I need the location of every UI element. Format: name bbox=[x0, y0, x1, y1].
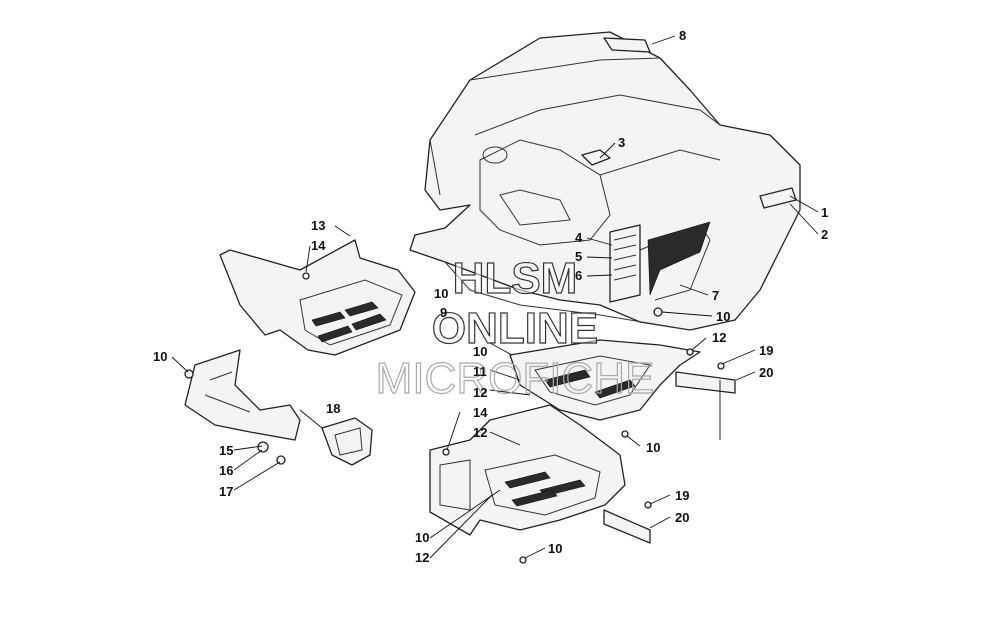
decal-1-2 bbox=[759, 187, 797, 209]
diesel-decal bbox=[647, 221, 711, 296]
callout-5: 5 bbox=[575, 249, 582, 264]
callout-15: 15 bbox=[219, 443, 233, 458]
footrest-upper bbox=[675, 371, 736, 394]
watermark-line-3: MICROFICHE bbox=[376, 354, 655, 403]
callout-12c: 12 bbox=[473, 425, 487, 440]
callout-14b: 14 bbox=[473, 405, 488, 420]
callout-10b: 10 bbox=[434, 286, 448, 301]
mud-flap bbox=[184, 349, 301, 441]
callout-9: 9 bbox=[440, 305, 447, 320]
callout-10g: 10 bbox=[548, 541, 562, 556]
callout-19b: 19 bbox=[675, 488, 689, 503]
right-footwell-lower bbox=[429, 404, 626, 536]
leader-lines bbox=[171, 35, 819, 559]
callout-7: 7 bbox=[712, 288, 719, 303]
callout-8: 8 bbox=[679, 28, 686, 43]
callout-1: 1 bbox=[821, 205, 828, 220]
callout-10f: 10 bbox=[415, 530, 429, 545]
callout-4: 4 bbox=[575, 230, 583, 245]
callout-13: 13 bbox=[311, 218, 325, 233]
footrest-lower bbox=[603, 509, 651, 544]
callout-3: 3 bbox=[618, 135, 625, 150]
callout-19: 19 bbox=[759, 343, 773, 358]
callout-labels: 8 3 1 2 4 5 6 7 10 13 14 10 9 10 11 12 1… bbox=[153, 28, 828, 565]
callout-12d: 12 bbox=[415, 550, 429, 565]
callout-6: 6 bbox=[575, 268, 582, 283]
watermark: HLSM ONLINE MICROFICHE bbox=[375, 253, 655, 403]
callout-20: 20 bbox=[759, 365, 773, 380]
callout-18: 18 bbox=[326, 401, 340, 416]
callout-12b: 12 bbox=[712, 330, 726, 345]
callout-11: 11 bbox=[473, 364, 487, 379]
right-footwell-upper bbox=[509, 339, 701, 421]
hardware bbox=[184, 272, 725, 564]
callout-10e: 10 bbox=[646, 440, 660, 455]
callout-12: 12 bbox=[473, 385, 487, 400]
left-footwell bbox=[219, 239, 416, 356]
decal-8 bbox=[603, 37, 651, 53]
callout-17: 17 bbox=[219, 484, 233, 499]
bracket-18 bbox=[321, 417, 373, 466]
watermark-line-1: HLSM bbox=[453, 254, 578, 303]
warning-label-4-5-6 bbox=[609, 224, 641, 303]
callout-10: 10 bbox=[716, 309, 730, 324]
callout-10d: 10 bbox=[153, 349, 167, 364]
callout-2: 2 bbox=[821, 227, 828, 242]
decal-3 bbox=[581, 149, 611, 166]
watermark-line-2: ONLINE bbox=[432, 304, 598, 353]
callout-20b: 20 bbox=[675, 510, 689, 525]
callout-14: 14 bbox=[311, 238, 326, 253]
callout-16: 16 bbox=[219, 463, 233, 478]
callout-10c: 10 bbox=[473, 344, 487, 359]
